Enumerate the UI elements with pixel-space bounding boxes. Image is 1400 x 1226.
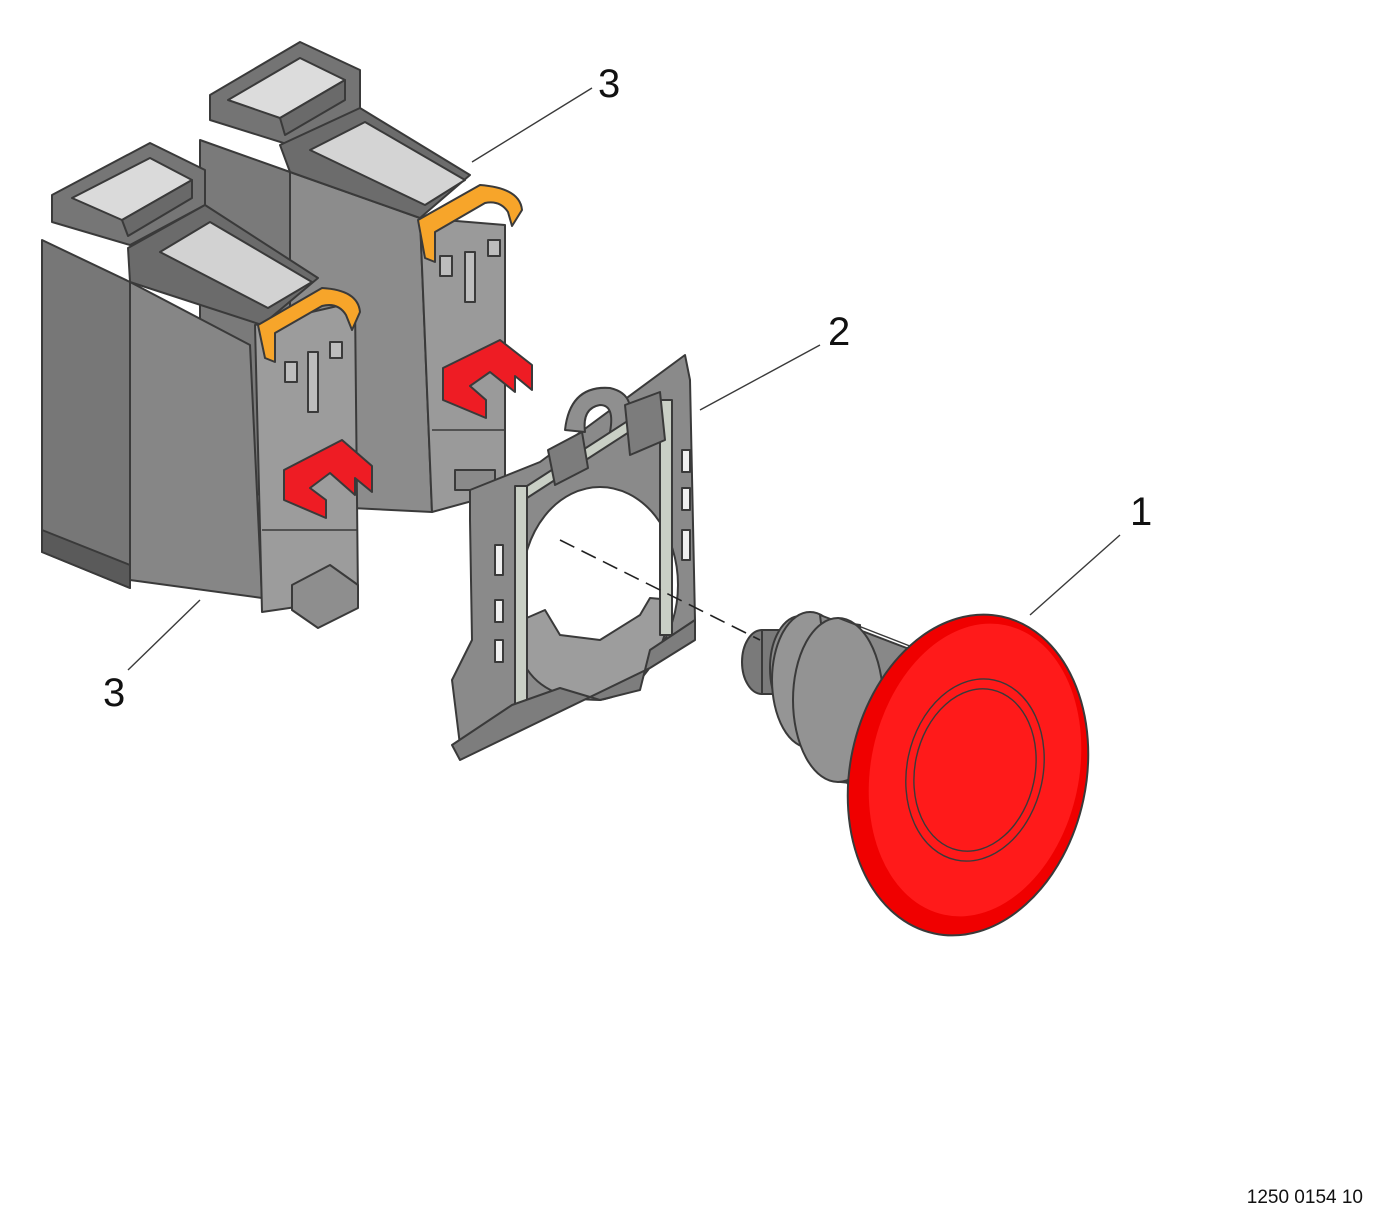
callout-1: 1 xyxy=(1130,490,1152,534)
callout-3-bottom: 3 xyxy=(103,671,125,715)
callout-3-top: 3 xyxy=(598,62,620,106)
mounting-collar xyxy=(451,354,696,761)
contact-block-front xyxy=(41,142,359,629)
assembly-axis xyxy=(559,539,761,641)
red-latch-front xyxy=(283,439,373,519)
leader-lines xyxy=(127,87,1121,671)
red-latch-rear xyxy=(442,339,533,419)
document-number: 1250 0154 10 xyxy=(1247,1187,1363,1208)
callout-2: 2 xyxy=(828,310,850,354)
orange-clip-rear xyxy=(417,184,523,263)
orange-clip-front xyxy=(257,287,361,363)
mushroom-pushbutton xyxy=(741,611,1090,937)
